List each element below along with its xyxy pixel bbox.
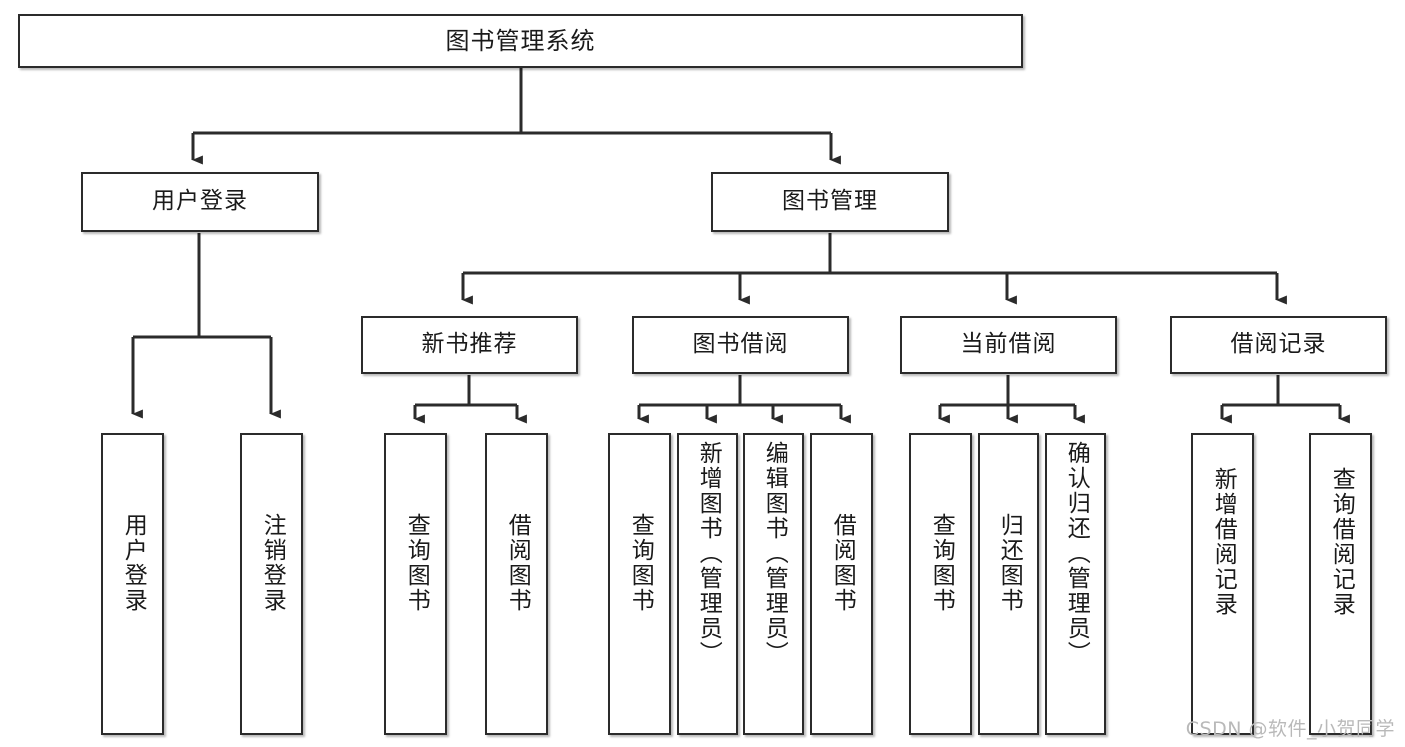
node-leaf-user-login-label: 用户登录 — [120, 513, 147, 613]
node-leaf-add-record[interactable]: 新增借阅记录 — [1191, 433, 1254, 735]
node-leaf-query-book-2-label: 查询图书 — [627, 513, 654, 613]
node-leaf-return-book-label: 归还图书 — [996, 513, 1023, 613]
node-leaf-query-record[interactable]: 查询借阅记录 — [1309, 433, 1372, 735]
node-leaf-edit-book-label: 编辑图书（管理员） — [761, 441, 788, 666]
node-root-book-management-system[interactable]: 图书管理系统 — [18, 14, 1023, 68]
node-leaf-add-record-label: 新增借阅记录 — [1210, 467, 1237, 617]
node-leaf-confirm-return[interactable]: 确认归还（管理员） — [1045, 433, 1106, 735]
node-current-borrow[interactable]: 当前借阅 — [900, 316, 1117, 374]
node-leaf-query-book-1-label: 查询图书 — [403, 513, 430, 613]
node-leaf-add-book[interactable]: 新增图书（管理员） — [677, 433, 738, 735]
node-new-book-recommend[interactable]: 新书推荐 — [361, 316, 578, 374]
node-leaf-borrow-book-1[interactable]: 借阅图书 — [485, 433, 548, 735]
node-leaf-query-book-3-label: 查询图书 — [928, 513, 955, 613]
node-leaf-return-book[interactable]: 归还图书 — [978, 433, 1039, 735]
node-user-login[interactable]: 用户登录 — [81, 172, 319, 232]
node-book-borrow[interactable]: 图书借阅 — [632, 316, 849, 374]
node-leaf-borrow-book-2[interactable]: 借阅图书 — [810, 433, 873, 735]
node-leaf-confirm-return-label: 确认归还（管理员） — [1063, 441, 1090, 666]
node-borrow-record[interactable]: 借阅记录 — [1170, 316, 1387, 374]
node-leaf-user-logout[interactable]: 注销登录 — [240, 433, 303, 735]
node-leaf-query-book-1[interactable]: 查询图书 — [384, 433, 447, 735]
node-book-manage[interactable]: 图书管理 — [711, 172, 949, 232]
node-leaf-edit-book[interactable]: 编辑图书（管理员） — [743, 433, 804, 735]
node-leaf-add-book-label: 新增图书（管理员） — [695, 441, 722, 666]
node-leaf-query-record-label: 查询借阅记录 — [1328, 467, 1355, 617]
node-new-book-recommend-label: 新书推荐 — [421, 331, 518, 358]
node-leaf-borrow-book-2-label: 借阅图书 — [829, 513, 856, 613]
node-leaf-query-book-3[interactable]: 查询图书 — [909, 433, 972, 735]
node-book-manage-label: 图书管理 — [782, 188, 878, 215]
node-leaf-borrow-book-1-label: 借阅图书 — [504, 513, 531, 613]
node-borrow-record-label: 借阅记录 — [1230, 331, 1327, 358]
node-leaf-query-book-2[interactable]: 查询图书 — [608, 433, 671, 735]
node-root-label: 图书管理系统 — [445, 26, 596, 55]
node-leaf-user-login[interactable]: 用户登录 — [101, 433, 164, 735]
node-leaf-user-logout-label: 注销登录 — [259, 513, 286, 613]
node-current-borrow-label: 当前借阅 — [960, 331, 1057, 358]
node-user-login-label: 用户登录 — [152, 188, 248, 215]
node-book-borrow-label: 图书借阅 — [692, 331, 789, 358]
